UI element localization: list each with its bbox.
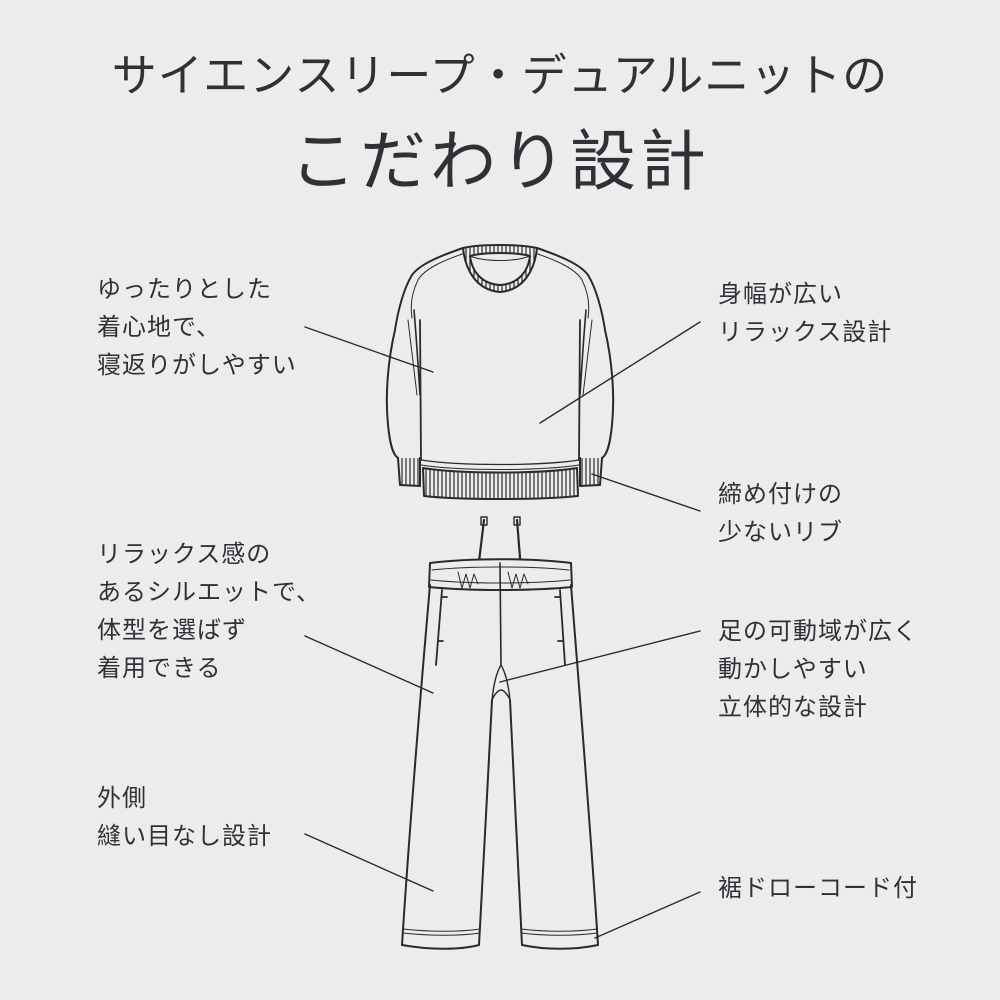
feature-label-seamless: 外側 縫い目なし設計 [97, 779, 272, 855]
feature-text: 動かしやすい [718, 655, 868, 683]
feature-text: 身幅が広い [718, 280, 843, 308]
feature-label-rib: 締め付けの 少ないリブ [718, 475, 843, 551]
feature-text: 外側 [97, 784, 147, 812]
feature-label-silhouette: リラックス感の あるシルエットで、 体型を選ばず 着用できる [97, 535, 321, 687]
leader-lines [304, 321, 701, 939]
leader-line-drawcord [594, 891, 701, 939]
title-line-1: サイエンスリープ・デュアルニットの [111, 49, 889, 102]
pants-illustration [401, 516, 599, 950]
feature-label-comfort: ゆったりとした 着心地で、 寝返りがしやすい [97, 270, 297, 384]
leader-line-mobility [499, 630, 701, 683]
feature-label-drawcord: 裾ドローコード付 [718, 869, 918, 907]
leader-line-wide-body [539, 321, 701, 424]
leader-line-rib [591, 473, 701, 512]
feature-text: 体型を選ばず [97, 616, 247, 644]
feature-text: 縫い目なし設計 [97, 822, 272, 850]
feature-text: 少ないリブ [718, 518, 843, 546]
sweatshirt-illustration [385, 244, 615, 500]
feature-label-mobility: 足の可動域が広く 動かしやすい 立体的な設計 [718, 612, 918, 726]
feature-text: 寝返りがしやすい [97, 351, 297, 379]
leader-line-seamless [304, 833, 434, 892]
leader-line-comfort [304, 326, 434, 373]
feature-text: リラックス設計 [718, 318, 893, 346]
feature-text: リラックス感の [97, 540, 272, 568]
feature-text: 締め付けの [718, 480, 843, 508]
feature-text: あるシルエットで、 [97, 578, 322, 606]
leader-line-silhouette [304, 635, 434, 694]
feature-text: 着心地で、 [97, 313, 222, 341]
feature-text: 着用できる [97, 654, 222, 682]
feature-text: 裾ドローコード付 [718, 874, 918, 902]
feature-text: 足の可動域が広く [718, 617, 918, 645]
feature-text: ゆったりとした [97, 275, 272, 303]
feature-text: 立体的な設計 [718, 693, 868, 721]
title-line-2: こだわり設計 [290, 123, 710, 200]
feature-label-wide-body: 身幅が広い リラックス設計 [718, 275, 892, 351]
